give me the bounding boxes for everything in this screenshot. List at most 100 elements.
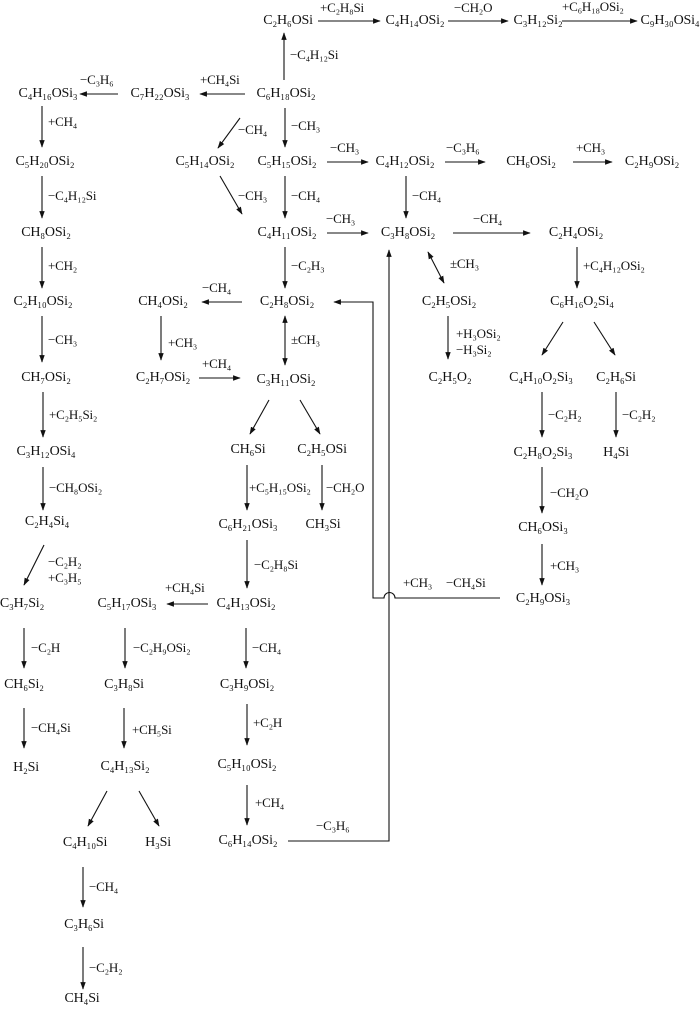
reaction-arrow	[299, 399, 321, 435]
species-node: C₃H₁₁OSi₂	[256, 372, 316, 387]
reaction-label: +CH₃	[550, 558, 580, 573]
reaction-label: +CH₄Si	[200, 72, 240, 87]
species-node: CH₆Si	[230, 442, 266, 457]
reaction-label: −H₃Si₂	[456, 342, 492, 357]
reaction-label: −C₃H₆	[446, 140, 480, 155]
reaction-label: −CH₄	[291, 188, 321, 203]
reaction-label: −CH₃	[330, 140, 360, 155]
reaction-label: +CH₂	[48, 258, 78, 273]
species-node: C₂H₈OSi₂	[259, 294, 315, 309]
reaction-label: −CH₃	[326, 211, 356, 226]
species-node: C₂H₆Si	[596, 370, 636, 385]
species-node: C₄H₁₀Si	[62, 835, 108, 850]
species-node: CH₇OSi₂	[21, 370, 71, 385]
species-node: C₂H₈O₂Si₃	[513, 445, 573, 460]
species-node: CH₄OSi₂	[138, 294, 188, 309]
species-node: C₄H₁₂OSi₂	[375, 154, 435, 169]
reaction-label: +CH₃	[576, 140, 606, 155]
species-node: C₄H₁₃OSi₂	[216, 596, 276, 611]
reaction-label: +C₄H₁₂OSi₂	[583, 258, 645, 273]
reaction-label: −C₂H	[31, 640, 61, 655]
reaction-label: −CH₄	[252, 640, 282, 655]
reaction-label: +C₂H₈Si	[320, 0, 364, 15]
species-node: C₃H₆Si	[64, 917, 104, 932]
reaction-label: −C₂H₂	[89, 960, 123, 975]
species-node: C₄H₁₀O₂Si₃	[509, 370, 573, 385]
species-node: CH₆OSi₃	[518, 520, 568, 535]
species-node: C₅H₂₀OSi₂	[15, 154, 75, 169]
reaction-label: −C₂H₈Si	[254, 557, 298, 572]
reaction-label: −CH₄	[238, 122, 268, 137]
species-node: C₂H₅OSi	[297, 442, 347, 457]
reaction-label: −CH₃	[291, 118, 321, 133]
species-node: C₂H₄OSi₂	[548, 225, 604, 240]
reaction-arrow	[288, 249, 392, 842]
species-node: C₇H₂₂OSi₃	[130, 86, 190, 101]
species-node: C₆H₂₁OSi₃	[218, 517, 278, 532]
species-node: C₄H₁₁OSi₂	[257, 225, 317, 240]
reaction-label: +CH₅Si	[132, 722, 172, 737]
reaction-label: −C₂H₂	[622, 407, 656, 422]
reaction-arrow	[23, 544, 45, 586]
species-node: C₄H₁₄OSi₂	[385, 13, 445, 28]
reaction-arrow	[249, 399, 270, 435]
species-node: CH₃Si	[305, 517, 341, 532]
reaction-arrow	[333, 299, 500, 599]
species-node: C₃H₁₂OSi₄	[16, 444, 76, 459]
reaction-label: ±CH₃	[450, 256, 479, 271]
reaction-label: +CH₃	[168, 335, 198, 350]
reaction-arrow	[541, 321, 564, 356]
species-node: H₂Si	[13, 760, 39, 775]
reaction-label: −CH₃	[48, 332, 78, 347]
reaction-label: −C₂H₃	[291, 258, 325, 273]
reaction-arrow	[87, 790, 108, 827]
reaction-label: +C₂H	[253, 715, 283, 730]
reaction-label: −CH₃	[238, 188, 268, 203]
reaction-label: −CH₂O	[326, 480, 365, 495]
reaction-label: +CH₄	[255, 795, 285, 810]
species-node: C₃H₁₂Si₂	[513, 13, 563, 28]
reaction-label: −C₄H₁₂Si	[290, 47, 339, 62]
reaction-label: −C₄H₁₂Si	[48, 188, 97, 203]
species-node: CH₆Si₂	[4, 677, 44, 692]
reaction-label: +CH₄Si	[165, 580, 205, 595]
reaction-label: −CH₈OSi₂	[49, 480, 103, 495]
reaction-label: +CH₃	[403, 575, 433, 590]
reaction-label: −CH₄	[412, 188, 442, 203]
reaction-arrow	[593, 321, 616, 356]
species-node: C₂H₁₀OSi₂	[13, 294, 73, 309]
reaction-label: +H₃OSi₂	[456, 326, 501, 341]
species-node: C₅H₁₇OSi₃	[97, 596, 157, 611]
reaction-label: +C₅H₁₅OSi₂	[249, 480, 311, 495]
species-node: C₂H₉OSi₂	[624, 154, 680, 169]
reaction-label: −C₂H₂	[48, 554, 82, 569]
reaction-label: −C₂H₂	[548, 407, 582, 422]
species-node: C₅H₁₅OSi₂	[257, 154, 317, 169]
species-node: H₄Si	[603, 445, 629, 460]
species-node: C₅H₁₄OSi₂	[175, 154, 235, 169]
species-node: C₂H₆OSi	[263, 13, 313, 28]
species-node: CH₆OSi₂	[506, 154, 556, 169]
reaction-label: +CH₄	[202, 356, 232, 371]
reaction-label: +C₆H₁₈OSi₂	[562, 0, 624, 14]
species-node: C₆H₁₄OSi₂	[218, 833, 278, 848]
species-node: C₂H₇OSi₂	[135, 370, 191, 385]
species-node: C₂H₉OSi₃	[515, 591, 571, 606]
reaction-label: +C₃H₅	[48, 570, 82, 585]
reaction-label: −C₃H₆	[80, 72, 114, 87]
species-node: C₂H₅OSi₂	[421, 294, 477, 309]
reaction-arrow	[217, 117, 241, 149]
species-node: C₄H₁₆OSi₃	[18, 86, 78, 101]
reaction-arrow	[138, 790, 160, 827]
species-node: C₃H₉OSi₂	[219, 677, 275, 692]
species-node: C₄H₁₃Si₂	[100, 759, 150, 774]
species-node: C₃H₈OSi₂	[380, 225, 436, 240]
reaction-label: −CH₄Si	[446, 575, 486, 590]
species-node: C₂H₅O₂	[428, 370, 472, 385]
species-node: C₂H₄Si₄	[24, 514, 70, 529]
reaction-label: −C₂H₉OSi₂	[133, 640, 191, 655]
reaction-label: ±CH₃	[291, 332, 320, 347]
reaction-label: −CH₄	[89, 879, 119, 894]
reaction-arrow	[219, 175, 243, 215]
